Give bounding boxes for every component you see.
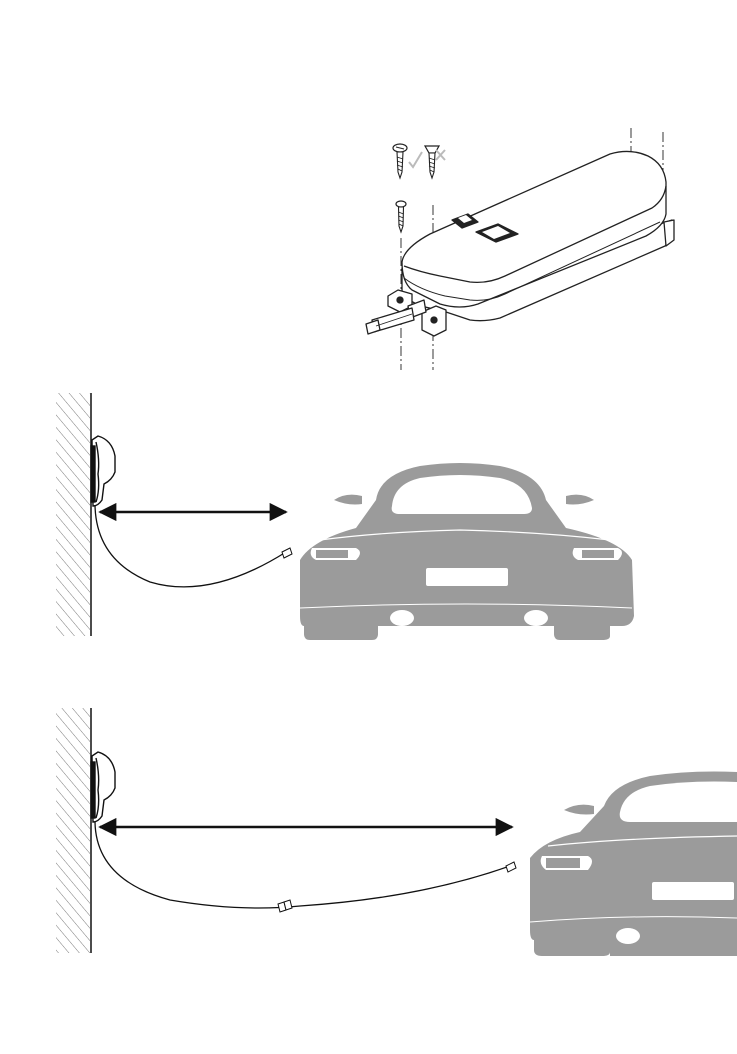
charging-cable	[95, 822, 510, 908]
charger-unit	[366, 151, 674, 336]
screw-icon	[396, 201, 406, 232]
car-rear	[300, 463, 634, 640]
wallbox-charger	[91, 436, 115, 506]
long-distance-panel	[56, 708, 737, 956]
mounting-panel	[366, 128, 674, 370]
short-distance-panel	[56, 393, 634, 640]
charging-cable	[95, 505, 286, 587]
wall-hatching	[56, 708, 90, 953]
screw-pan-head-check-icon	[393, 144, 422, 178]
wallbox-charger	[91, 752, 115, 822]
screw-countersunk-cross-icon	[425, 146, 445, 178]
extension-connector	[278, 900, 292, 912]
wall-hatching	[56, 393, 90, 636]
car-rear	[530, 772, 737, 957]
